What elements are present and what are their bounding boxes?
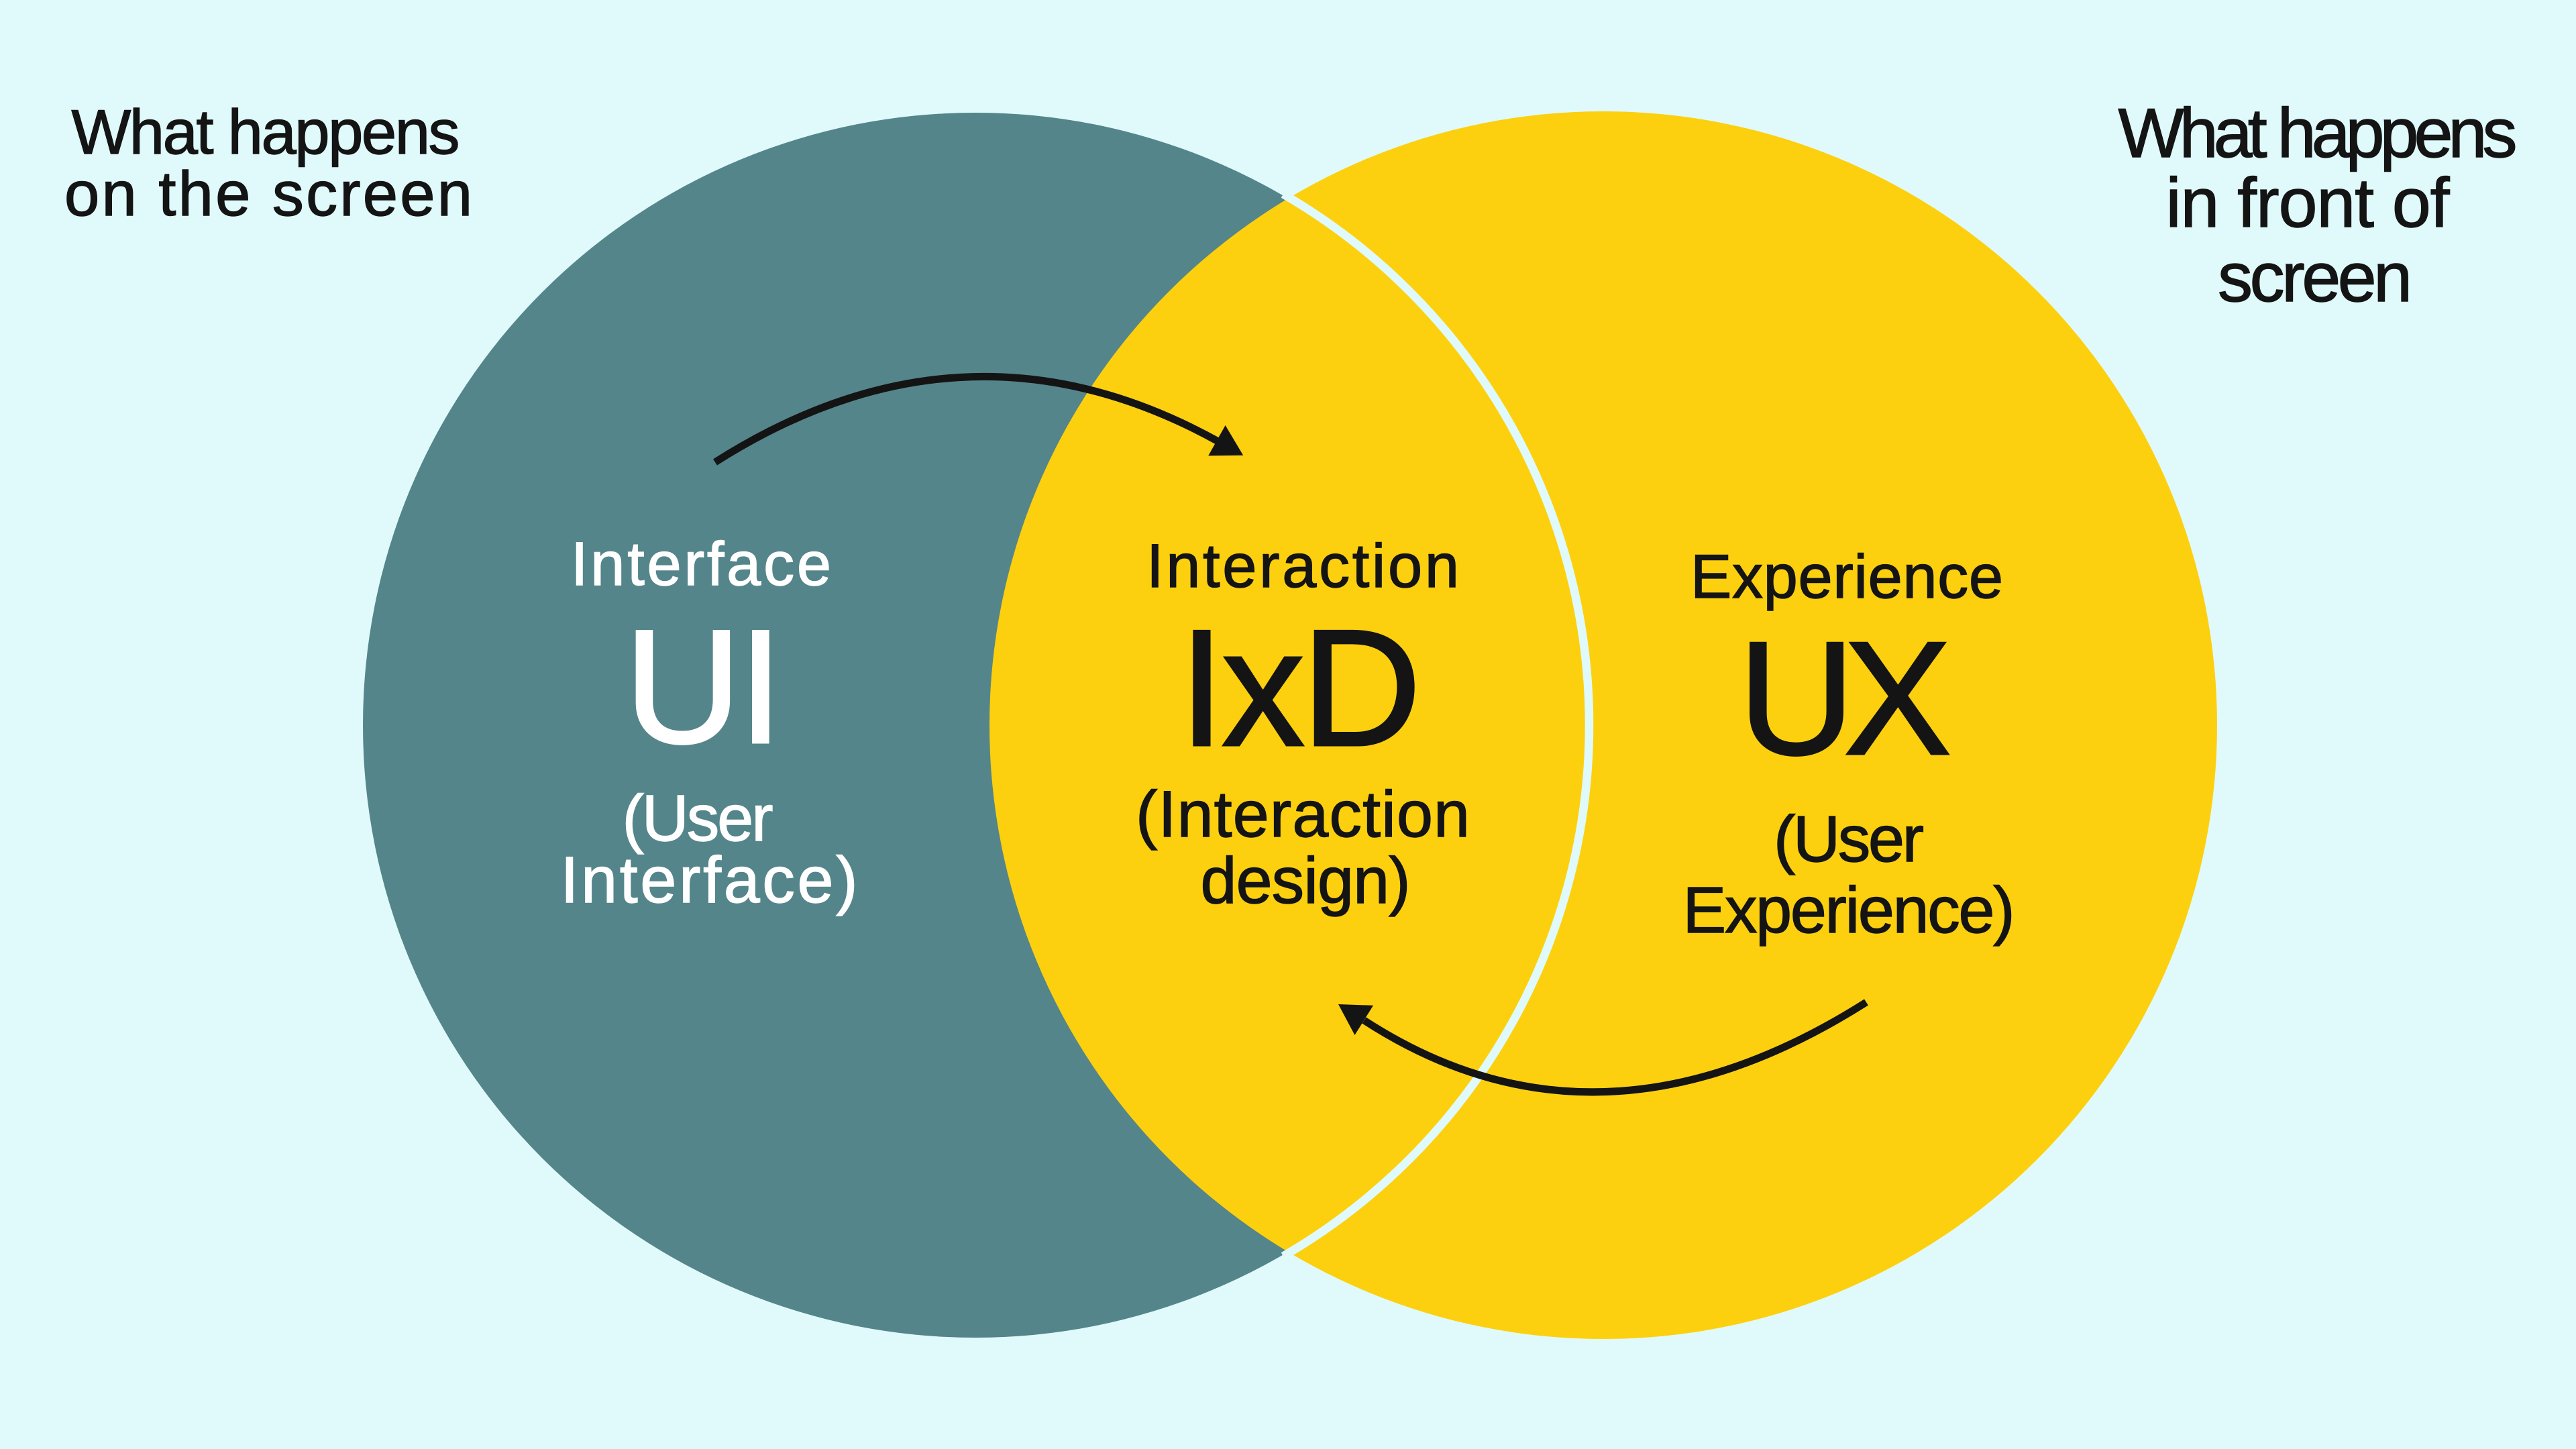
svg-text:Interaction: Interaction	[1146, 532, 1459, 600]
svg-text:Interface): Interface)	[561, 843, 858, 916]
svg-text:on the screen: on the screen	[64, 158, 472, 229]
svg-text:IxD: IxD	[1179, 594, 1421, 781]
svg-text:screen: screen	[2218, 239, 2412, 317]
svg-text:Experience): Experience)	[1683, 873, 2015, 947]
svg-text:design): design)	[1201, 844, 1411, 917]
svg-text:UI: UI	[625, 596, 784, 777]
svg-text:in front of: in front of	[2166, 164, 2451, 242]
svg-text:(Interaction: (Interaction	[1136, 777, 1470, 851]
svg-text:UX: UX	[1738, 608, 1951, 789]
svg-text:Interface: Interface	[571, 530, 831, 598]
svg-text:Experience: Experience	[1690, 543, 2003, 611]
svg-text:What happens: What happens	[72, 97, 460, 167]
svg-text:(User: (User	[1774, 802, 1924, 875]
svg-text:What happens: What happens	[2118, 95, 2518, 172]
svg-text:(User: (User	[623, 782, 773, 855]
